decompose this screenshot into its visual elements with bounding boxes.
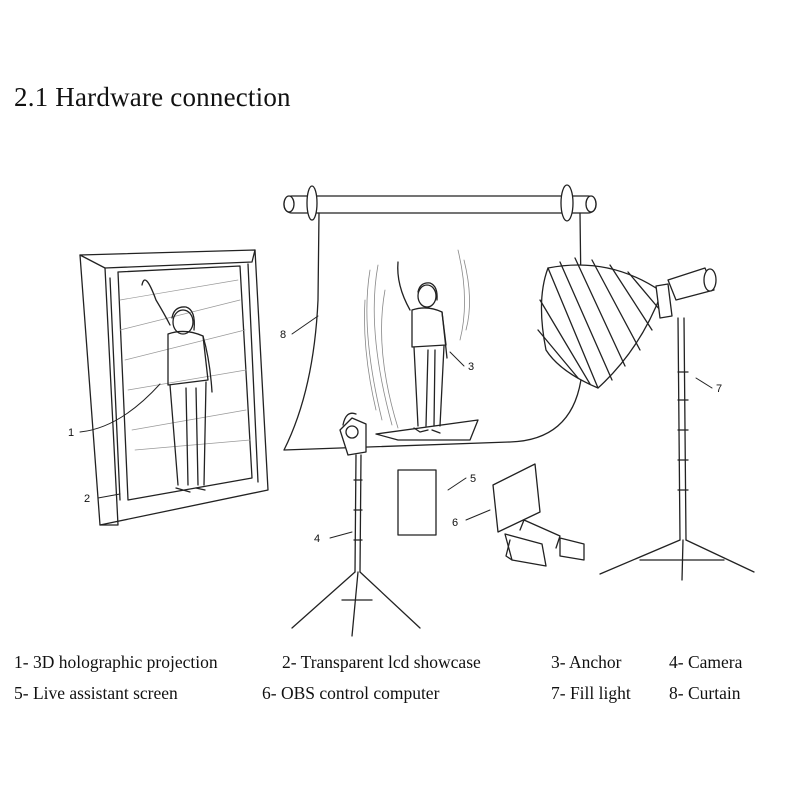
legend-item-2: 2- Transparent lcd showcase [282, 652, 481, 672]
obs-control-computer [492, 463, 585, 567]
callout-2: 2 [84, 493, 90, 505]
hardware-diagram: 1 2 3 4 5 6 7 8 [68, 184, 755, 637]
holographic-projection [141, 279, 213, 493]
legend-item-4: 4- Camera [669, 652, 743, 672]
legend-item-5: 5- Live assistant screen [14, 683, 178, 703]
lcd-showcase [79, 249, 269, 526]
camera-tripod [291, 412, 421, 637]
fill-light [537, 257, 755, 581]
legend-item-1: 1- 3D holographic projection [14, 652, 218, 672]
callout-8: 8 [280, 329, 286, 341]
callout-leaders [79, 315, 713, 539]
live-assistant-screen [397, 469, 437, 536]
callout-6: 6 [452, 517, 458, 529]
anchor-person [364, 249, 479, 441]
callout-7: 7 [716, 383, 722, 395]
curtain-backdrop [283, 184, 597, 451]
legend-item-7: 7- Fill light [551, 683, 631, 703]
legend-item-6: 6- OBS control computer [262, 683, 440, 703]
callout-4: 4 [314, 533, 320, 545]
section-heading: 2.1 Hardware connection [14, 82, 291, 112]
legend-item-3: 3- Anchor [551, 652, 622, 672]
callout-1: 1 [68, 427, 74, 439]
callout-3: 3 [468, 361, 474, 373]
legend-item-8: 8- Curtain [669, 683, 741, 703]
callout-5: 5 [470, 473, 476, 485]
